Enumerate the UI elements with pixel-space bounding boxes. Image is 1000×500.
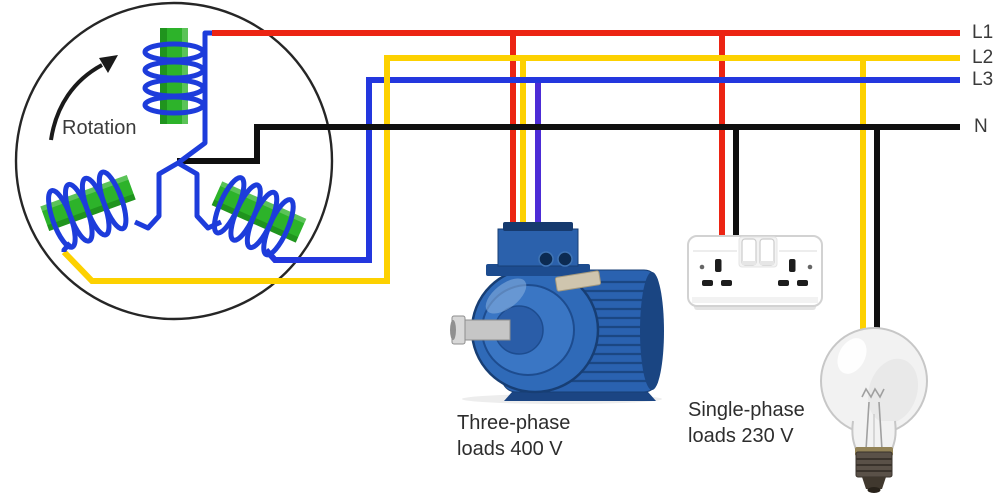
light-bulb-illustration <box>820 327 928 493</box>
socket-plate-shade <box>692 297 818 303</box>
motor-end-cap <box>640 272 664 390</box>
motor-terminal-box-cap <box>503 222 573 231</box>
socket-outlet-right <box>778 259 813 286</box>
three-phase-motor-illustration <box>450 222 664 404</box>
bus-line-l2 <box>61 55 960 284</box>
motor-cable-gland <box>557 251 573 267</box>
socket-outlet-left <box>699 259 732 286</box>
rotation-arrow-icon <box>49 55 118 141</box>
motor-terminal-flange <box>486 264 590 276</box>
coil-core <box>211 181 307 243</box>
coil-windings <box>211 175 296 258</box>
socket-switch-shade <box>742 261 756 265</box>
coil-windings <box>46 169 129 250</box>
bulb-glass-shade <box>868 358 918 424</box>
generator-coil-top <box>142 28 206 124</box>
motor-base <box>504 392 656 401</box>
coil-windings <box>142 41 206 116</box>
three-phase-load-label-line1: Three-phase <box>457 412 571 434</box>
line-label-l1: L1 <box>972 22 994 43</box>
bus-line-neutral <box>177 124 960 164</box>
bulb-filament <box>861 387 885 451</box>
three-phase-load-label: Three-phase loads 400 V <box>457 410 570 462</box>
coil-core-shade <box>47 193 136 231</box>
generator-coil-left <box>40 169 136 250</box>
motor-highlight <box>485 278 527 314</box>
three-phase-load-label-line2: loads 400 V <box>457 438 563 460</box>
socket-plate <box>687 235 823 307</box>
single-phase-socket-illustration <box>687 235 823 310</box>
generator-circle <box>14 1 334 321</box>
bulb-base-lower <box>862 477 886 489</box>
line-label-l3: L3 <box>972 69 994 90</box>
coil-core <box>40 175 136 231</box>
bulb-glass-highlight <box>837 338 867 374</box>
bus-line-l3 <box>263 77 960 263</box>
motor-nameplate <box>554 270 602 292</box>
socket-switch-shade <box>760 261 774 265</box>
coil-core-shade <box>211 199 299 243</box>
line-label-l2: L2 <box>972 47 994 68</box>
motor-cable-gland <box>538 251 554 267</box>
single-phase-load-label: Single-phase loads 230 V <box>688 397 805 449</box>
bulb-screw-ridges <box>856 458 892 472</box>
generator-coil-right <box>211 175 307 258</box>
motor-shaft-end <box>450 320 456 340</box>
bulb-contact-tip <box>867 487 881 493</box>
feed-drops <box>510 33 880 332</box>
single-phase-load-label-line1: Single-phase <box>688 399 805 421</box>
rotation-label: Rotation <box>62 117 137 139</box>
line-label-neutral: N <box>974 116 988 137</box>
single-phase-load-label-line2: loads 230 V <box>688 425 794 447</box>
